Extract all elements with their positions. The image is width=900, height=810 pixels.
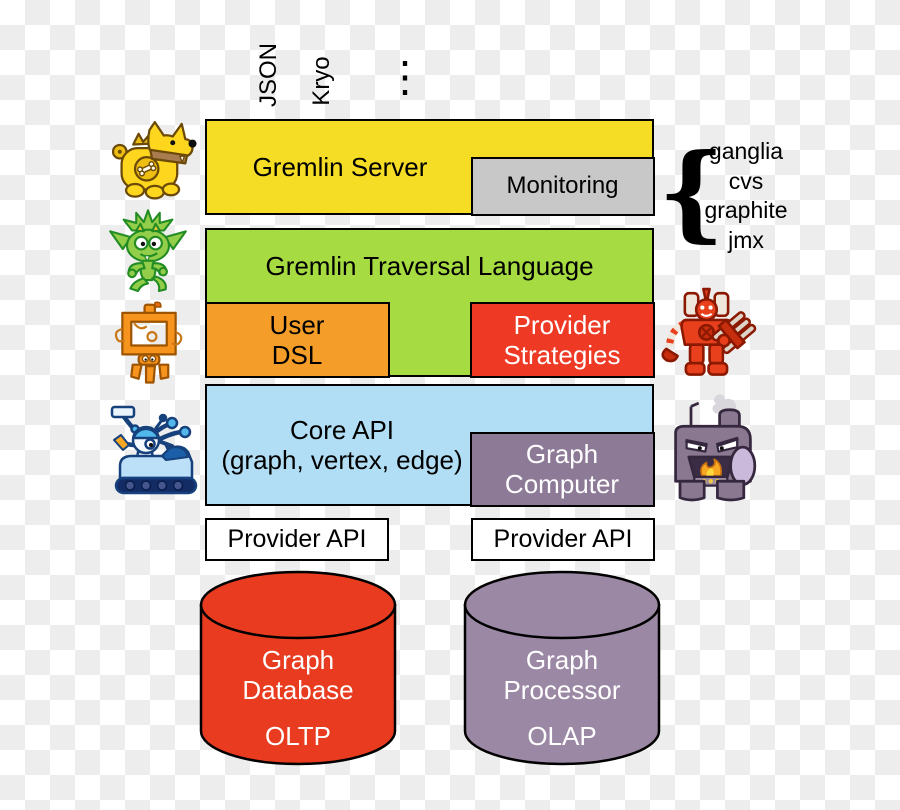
graph-database-line2: Database [242, 675, 354, 705]
gremlin-creature-icon [109, 209, 187, 293]
provider-api-left-box: Provider API [205, 518, 389, 561]
provider-strategies-line2: Strategies [503, 339, 621, 370]
furnace-robot-icon [674, 394, 757, 502]
graph-computer-line1: Graph [525, 439, 599, 469]
gremlin-traversal-language-box: Gremlin Traversal Language User DSL Prov… [204, 228, 655, 378]
monitoring-label: Monitoring [506, 172, 619, 199]
core-api-line2: (graph, vertex, edge) [221, 445, 463, 475]
serializer-label-json: JSON [255, 43, 282, 108]
picture-frame-robot-icon [114, 301, 183, 384]
oltp-label: OLTP [265, 721, 331, 751]
serializer-ellipsis: ⋮ [384, 53, 426, 100]
graph-computer-line2: Computer [504, 469, 620, 499]
user-dsl-line1: User [269, 309, 325, 340]
monitoring-tool-item: graphite [704, 197, 788, 223]
monitoring-tool-item: ganglia [708, 138, 784, 164]
graph-processor-cylinder [463, 570, 661, 766]
monitoring-box: Monitoring [470, 156, 655, 216]
provider-strategies-line1: Provider [513, 309, 611, 340]
gremlin-server-box: Gremlin Server Monitoring [205, 119, 655, 216]
gremlin-server-label: Gremlin Server [252, 151, 428, 182]
provider-api-left-label: Provider API [227, 525, 367, 553]
graph-database-line1: Graph [261, 645, 335, 675]
graph-processor-line1: Graph [525, 645, 599, 675]
monitoring-tools-list: ganglia cvs graphite jmx [690, 137, 802, 255]
core-api-line1: Core API [289, 415, 395, 445]
monitoring-tool-item: cvs [728, 167, 764, 194]
monitoring-tool-item: jmx [728, 226, 764, 253]
graph-processor-label: Graph Processor OLAP [462, 645, 662, 751]
provider-api-right-box: Provider API [471, 518, 655, 561]
provider-api-right-label: Provider API [493, 525, 633, 553]
graph-computer-box: Graph Computer [469, 431, 655, 507]
curly-brace: { [658, 130, 725, 253]
gremlin-dog-icon [111, 120, 197, 200]
core-api-label: Core API (graph, vertex, edge) [207, 386, 477, 504]
provider-strategies-box: Provider Strategies [469, 301, 655, 378]
gtl-label: Gremlin Traversal Language [265, 250, 594, 281]
graph-database-cylinder [199, 570, 397, 766]
user-dsl-box: User DSL [204, 301, 390, 378]
gatling-gun-robot-icon [661, 287, 757, 376]
user-dsl-line2: DSL [271, 339, 323, 370]
olap-label: OLAP [527, 721, 597, 751]
core-api-box: Core API (graph, vertex, edge) Graph Com… [205, 384, 655, 507]
graph-database-label: Graph Database OLTP [198, 645, 398, 751]
tank-robot-icon [110, 405, 198, 495]
graph-processor-line2: Processor [503, 675, 621, 705]
